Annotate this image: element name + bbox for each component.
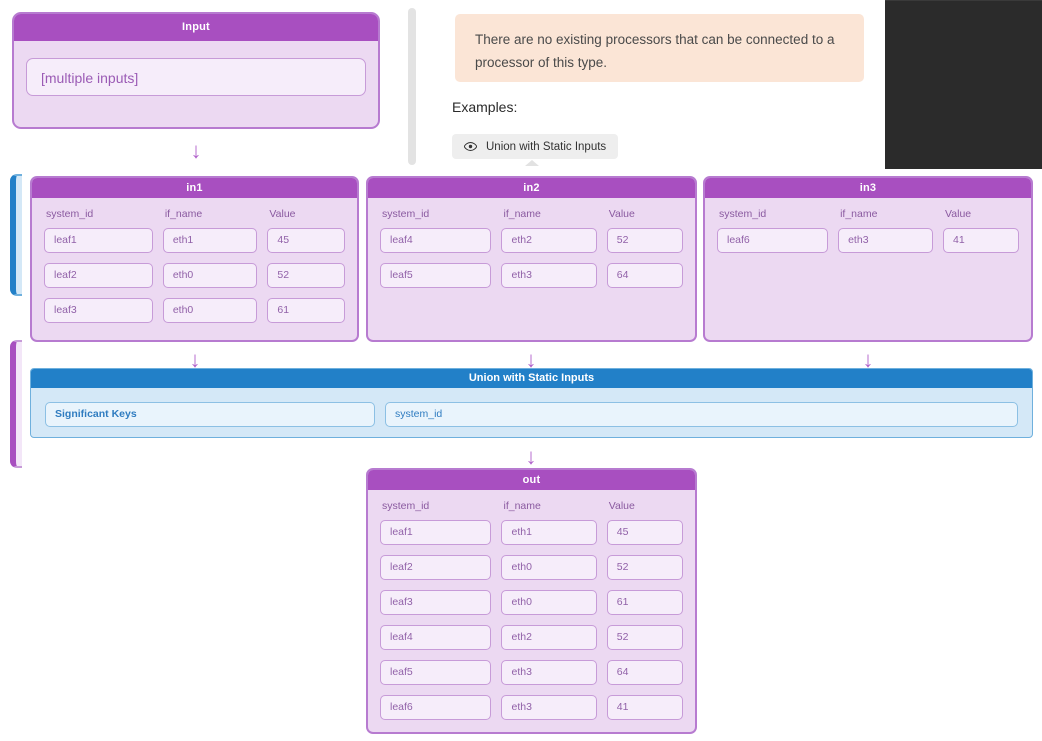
node-table-in3: system_id leaf6 if_name eth3 Value 41: [717, 208, 1019, 253]
column-header: system_id: [46, 208, 94, 220]
table-cell[interactable]: 61: [267, 298, 345, 323]
arrow-input-to-in1: ↓: [190, 138, 202, 163]
table-cell[interactable]: 64: [606, 263, 683, 288]
no-processors-alert: There are no existing processors that ca…: [455, 14, 864, 82]
table-cell[interactable]: 52: [606, 555, 683, 580]
column-header: system_id: [719, 208, 767, 220]
arrow-in2-to-processor: ↓: [525, 347, 537, 372]
input-node-title: Input: [14, 14, 378, 41]
table-cell[interactable]: 52: [606, 625, 683, 650]
column-if-name: if_name eth3: [838, 208, 934, 253]
table-cell[interactable]: leaf3: [380, 590, 492, 615]
column-system-id: system_id leaf4 leaf5: [380, 208, 492, 288]
examples-heading: Examples:: [452, 99, 518, 115]
table-cell[interactable]: 41: [943, 228, 1019, 253]
input-node-value[interactable]: [multiple inputs]: [26, 58, 366, 96]
processor-card-union-with-static-inputs[interactable]: Union with Static Inputs Significant Key…: [30, 368, 1033, 438]
tooltip-caret-icon: [525, 160, 539, 166]
table-cell[interactable]: leaf5: [380, 660, 492, 685]
table-cell[interactable]: 45: [267, 228, 345, 253]
column-header: Value: [269, 208, 296, 220]
table-cell[interactable]: leaf6: [717, 228, 829, 253]
table-cell[interactable]: 41: [606, 695, 683, 720]
example-button-label: Union with Static Inputs: [486, 140, 607, 153]
node-table-in2: system_id leaf4 leaf5 if_name eth2 eth3 …: [380, 208, 683, 288]
processor-title: Union with Static Inputs: [31, 369, 1032, 388]
table-cell[interactable]: eth0: [162, 298, 258, 323]
pane-divider[interactable]: [408, 8, 416, 165]
column-if-name: if_name eth1 eth0 eth0 eth2 eth3 eth3: [501, 500, 597, 720]
table-cell[interactable]: eth2: [501, 625, 597, 650]
table-cell[interactable]: eth1: [162, 228, 258, 253]
table-cell[interactable]: eth2: [501, 228, 597, 253]
node-card-out[interactable]: out system_id leaf1 leaf2 leaf3 leaf4 le…: [366, 468, 697, 734]
column-header: if_name: [164, 208, 203, 220]
dark-side-panel: [885, 0, 1042, 169]
column-value: Value 45 52 61 52 64 41: [606, 500, 683, 720]
table-cell[interactable]: eth3: [501, 660, 597, 685]
table-cell[interactable]: leaf6: [380, 695, 492, 720]
node-table-out: system_id leaf1 leaf2 leaf3 leaf4 leaf5 …: [380, 500, 683, 720]
table-cell[interactable]: leaf1: [380, 520, 492, 545]
node-title-in3: in3: [705, 178, 1031, 198]
table-cell[interactable]: 52: [267, 263, 345, 288]
node-title-in1: in1: [32, 178, 357, 198]
processor-param-value[interactable]: system_id: [385, 402, 1018, 427]
column-header: Value: [608, 208, 635, 220]
canvas-left-edge: [0, 166, 10, 741]
table-cell[interactable]: 45: [606, 520, 683, 545]
table-cell[interactable]: 61: [606, 590, 683, 615]
table-cell[interactable]: leaf4: [380, 228, 492, 253]
processor-param-label[interactable]: Significant Keys: [45, 402, 375, 427]
table-cell[interactable]: eth0: [501, 590, 597, 615]
table-cell[interactable]: leaf1: [44, 228, 153, 253]
table-cell[interactable]: 64: [606, 660, 683, 685]
input-node-card[interactable]: Input [multiple inputs]: [12, 12, 380, 129]
table-cell[interactable]: 52: [606, 228, 683, 253]
table-cell[interactable]: eth3: [501, 695, 597, 720]
column-system-id: system_id leaf1 leaf2 leaf3: [44, 208, 153, 323]
canvas-gutter: [22, 166, 32, 741]
column-system-id: system_id leaf6: [717, 208, 829, 253]
node-card-in3[interactable]: in3 system_id leaf6 if_name eth3 Value 4…: [703, 176, 1033, 342]
node-card-in1[interactable]: in1 system_id leaf1 leaf2 leaf3 if_name …: [30, 176, 359, 342]
column-if-name: if_name eth1 eth0 eth0: [162, 208, 258, 323]
column-if-name: if_name eth2 eth3: [501, 208, 597, 288]
node-title-in2: in2: [368, 178, 695, 198]
arrow-in1-to-processor: ↓: [189, 347, 201, 372]
eye-icon: [464, 142, 477, 151]
column-header: Value: [945, 208, 972, 220]
table-cell[interactable]: eth0: [501, 555, 597, 580]
column-value: Value 41: [943, 208, 1019, 253]
table-cell[interactable]: eth3: [838, 228, 934, 253]
table-cell[interactable]: leaf5: [380, 263, 492, 288]
column-header: Value: [608, 500, 635, 512]
arrow-in3-to-processor: ↓: [862, 347, 874, 372]
column-header: if_name: [503, 500, 541, 512]
column-value: Value 45 52 61: [267, 208, 345, 323]
table-cell[interactable]: eth1: [501, 520, 597, 545]
arrow-processor-to-out: ↓: [525, 444, 537, 469]
table-cell[interactable]: leaf3: [44, 298, 153, 323]
column-value: Value 52 64: [606, 208, 683, 288]
column-header: if_name: [840, 208, 878, 220]
node-card-in2[interactable]: in2 system_id leaf4 leaf5 if_name eth2 e…: [366, 176, 697, 342]
table-cell[interactable]: leaf4: [380, 625, 492, 650]
node-title-out: out: [368, 470, 695, 490]
table-cell[interactable]: eth0: [162, 263, 258, 288]
column-system-id: system_id leaf1 leaf2 leaf3 leaf4 leaf5 …: [380, 500, 492, 720]
column-header: if_name: [503, 208, 541, 220]
column-header: system_id: [382, 208, 430, 220]
node-table-in1: system_id leaf1 leaf2 leaf3 if_name eth1…: [44, 208, 345, 323]
table-cell[interactable]: leaf2: [380, 555, 492, 580]
example-union-with-static-inputs-button[interactable]: Union with Static Inputs: [452, 134, 619, 159]
table-cell[interactable]: eth3: [501, 263, 597, 288]
table-cell[interactable]: leaf2: [44, 263, 153, 288]
column-header: system_id: [382, 500, 430, 512]
